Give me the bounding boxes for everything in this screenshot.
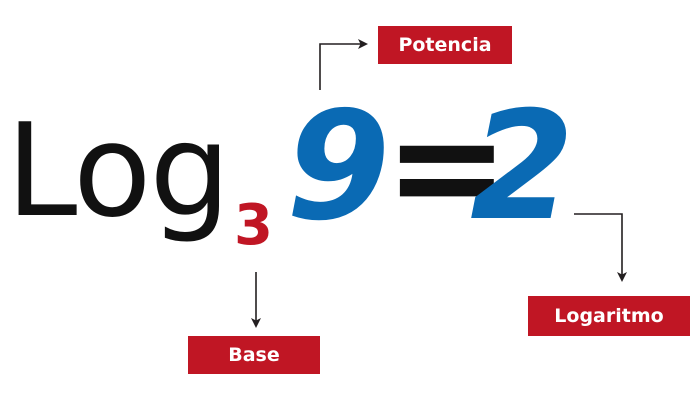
label-potencia-text: Potencia [398,34,492,56]
arrow-to-potencia [319,39,368,90]
label-logaritmo: Logaritmo [528,296,690,336]
label-base: Base [188,336,320,374]
base-number: 3 [234,193,273,258]
arrow-to-logaritmo [574,213,627,282]
logarithm-result: 2 [470,80,575,254]
equals-sign: = [384,80,510,254]
label-potencia: Potencia [378,26,512,64]
log-word: Log [6,97,231,246]
label-base-text: Base [228,344,280,366]
label-logaritmo-text: Logaritmo [554,305,664,327]
power-number: 9 [286,80,391,254]
